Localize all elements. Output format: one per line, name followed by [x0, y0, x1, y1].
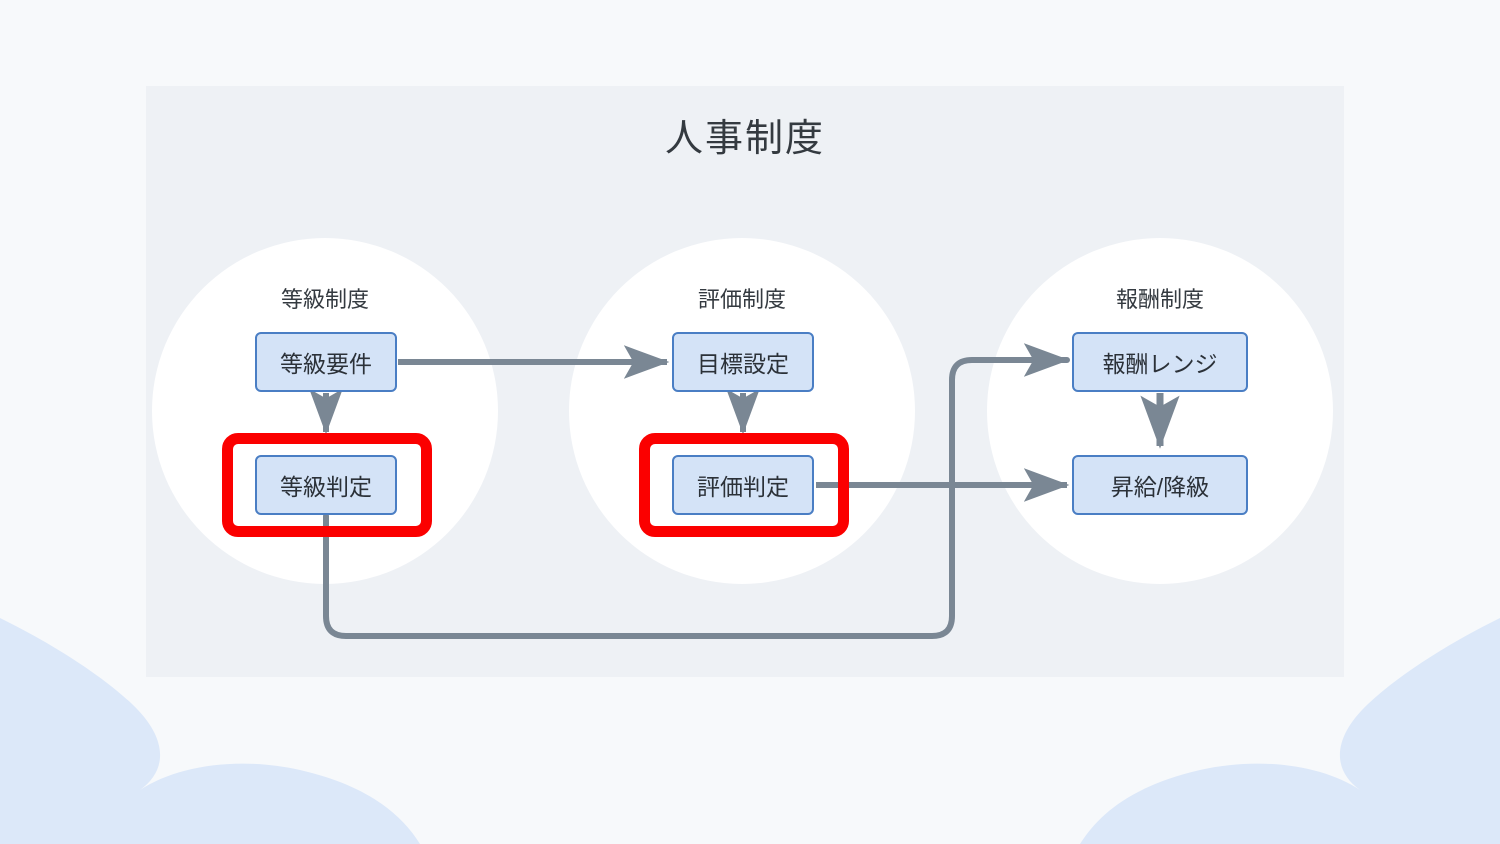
group-label-comp: 報酬制度 — [1115, 287, 1204, 312]
highlight-box-evaluation-determination — [639, 433, 849, 537]
node-grade-requirements[interactable]: 等級要件 — [255, 332, 397, 392]
page-title: 人事制度 — [664, 118, 825, 160]
node-compensation-range[interactable]: 報酬レンジ — [1072, 332, 1248, 392]
node-raise-or-demotion[interactable]: 昇給/降級 — [1072, 455, 1248, 515]
group-label-grade: 等級制度 — [280, 287, 369, 312]
highlight-box-grade-determination — [222, 433, 432, 537]
group-label-eval: 評価制度 — [697, 287, 786, 312]
node-goal-setting[interactable]: 目標設定 — [672, 332, 814, 392]
diagram-panel: 人事制度 等級制度 評価制度 — [146, 86, 1344, 677]
